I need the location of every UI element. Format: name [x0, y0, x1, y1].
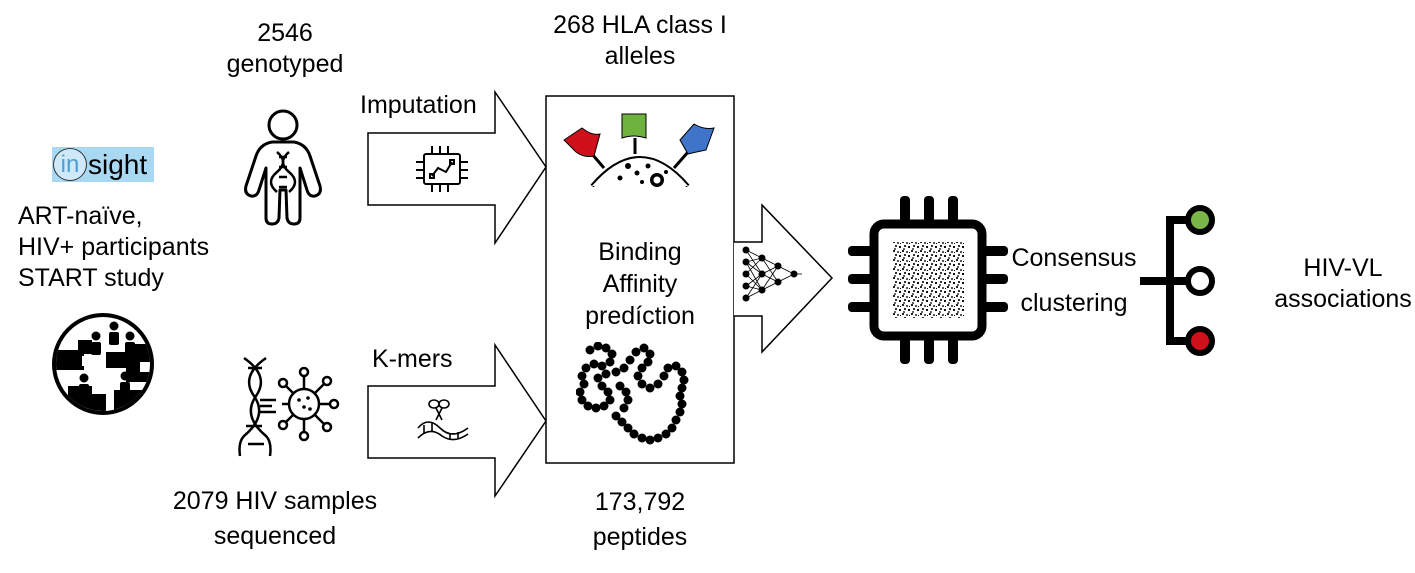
consensus-line2: clustering: [1020, 289, 1128, 317]
kmers-label: K-mers: [372, 345, 453, 373]
association-tree-icon: [1140, 205, 1215, 356]
participants-line2: HIV+ participants: [18, 233, 210, 261]
kmers-arrow: [367, 342, 547, 499]
alleles-count: 268 HLA class I: [553, 11, 727, 39]
genotyped-label: 2546 genotyped: [210, 18, 360, 80]
imputation-label: Imputation: [360, 91, 477, 119]
peptide-chain-icon: [576, 342, 689, 445]
consensus-line1: Consensus: [1011, 244, 1137, 272]
consensus-label: Consensus clustering: [1004, 236, 1144, 326]
microchip-icon: [416, 146, 468, 192]
insight-logo: in sight: [52, 147, 154, 182]
peptides-text: peptides: [592, 523, 688, 551]
hla-cell-icon: [563, 113, 715, 188]
participants-line1: ART-naïve,: [18, 202, 143, 230]
processor-chip-icon: [848, 196, 1008, 364]
human-dna-icon: [244, 109, 322, 226]
neural-network-icon: [742, 246, 802, 302]
result-label: HIV-VL associations: [1270, 253, 1415, 315]
genotyped-count: 2546: [257, 19, 313, 47]
binding-label: Binding Affinity predíction: [546, 236, 734, 332]
alleles-label: 268 HLA class I alleles: [520, 10, 760, 72]
alleles-text: alleles: [604, 42, 676, 70]
insight-logo-in: in: [53, 148, 87, 181]
sequenced-count: 2079 HIV samples: [172, 487, 378, 515]
binding-line2: Affinity: [602, 270, 678, 298]
insight-logo-sight: sight: [88, 149, 148, 180]
binding-line3: predíction: [585, 302, 695, 330]
result-line2: associations: [1274, 285, 1412, 313]
community-group-icon: [52, 313, 154, 415]
genotyped-text: genotyped: [226, 50, 344, 78]
participants-line3: START study: [18, 264, 164, 292]
imputation-arrow: [367, 89, 547, 246]
peptides-label: 173,792 peptides: [540, 487, 740, 553]
participants-label: ART-naïve, HIV+ participants START study: [18, 201, 209, 294]
binding-line1: Binding: [598, 238, 682, 266]
result-line1: HIV-VL: [1303, 254, 1383, 282]
scissors-dna-icon: [417, 399, 469, 441]
clustering-arrow: [734, 203, 834, 354]
sequenced-text: sequenced: [213, 522, 337, 550]
peptides-count: 173,792: [594, 488, 686, 516]
sequenced-label: 2079 HIV samples sequenced: [150, 486, 400, 552]
dna-virus-icon: [238, 356, 340, 457]
